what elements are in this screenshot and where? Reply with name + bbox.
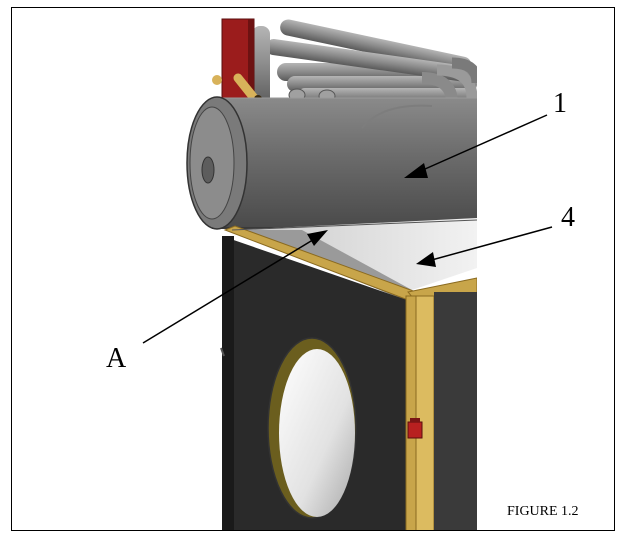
cabinet-corner-post xyxy=(405,292,477,530)
cabinet-front-panel xyxy=(220,236,407,530)
figure-caption: FIGURE 1.2 xyxy=(507,504,579,519)
cabinet-top-plate xyxy=(223,218,478,305)
callout-label-1: 1 xyxy=(553,88,567,119)
callout-arrow-1 xyxy=(404,114,548,178)
callout-label-4: 4 xyxy=(561,202,575,233)
callout-arrow-4 xyxy=(416,226,553,267)
callout-label-A: A xyxy=(106,343,127,374)
cylinder-tank xyxy=(186,96,477,230)
technical-illustration xyxy=(142,8,614,530)
figure-frame: 1 4 A FIGURE 1.2 xyxy=(11,7,615,531)
callout-arrow-A xyxy=(142,230,328,344)
